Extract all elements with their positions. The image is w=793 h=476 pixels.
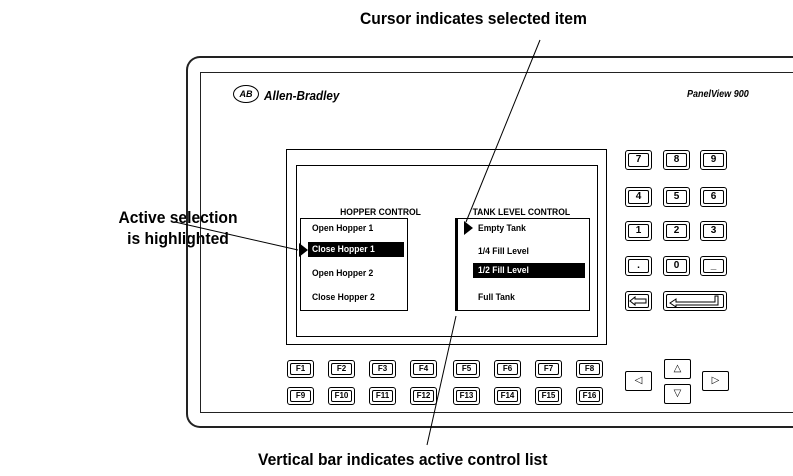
display-screen-inner xyxy=(296,165,598,337)
key-f1[interactable]: F1 xyxy=(287,360,314,378)
hopper-item-open-1[interactable]: Open Hopper 1 xyxy=(312,223,374,233)
key-f13[interactable]: F13 xyxy=(453,387,480,405)
tank-item-half-highlight[interactable]: 1/2 Fill Level xyxy=(473,263,585,278)
callout-active-selection-line1: Active selection xyxy=(118,208,238,227)
bezel-inner-left xyxy=(200,72,201,413)
hopper-item-close-2[interactable]: Close Hopper 2 xyxy=(312,292,375,302)
key-6[interactable]: 6 xyxy=(700,187,727,207)
key-f2[interactable]: F2 xyxy=(328,360,355,378)
tank-item-empty[interactable]: Empty Tank xyxy=(478,223,526,233)
leader-cursor xyxy=(465,39,541,223)
allen-bradley-logo: AB xyxy=(233,85,259,103)
right-arrow-icon: ▷ xyxy=(711,375,720,386)
brand-name: Allen-Bradley xyxy=(264,88,340,103)
device-bezel xyxy=(186,56,793,428)
tank-item-half: 1/2 Fill Level xyxy=(478,265,529,275)
hopper-item-close-1: Close Hopper 1 xyxy=(312,244,375,254)
hopper-control-list xyxy=(300,218,408,311)
left-arrow-icon: ◁ xyxy=(634,375,643,386)
key-f8[interactable]: F8 xyxy=(576,360,603,378)
leader-vertical-bar xyxy=(426,315,457,446)
callout-cursor: Cursor indicates selected item xyxy=(360,9,587,28)
key-3[interactable]: 3 xyxy=(700,221,727,241)
hopper-item-open-2[interactable]: Open Hopper 2 xyxy=(312,268,374,278)
callout-active-selection: Active selection is highlighted xyxy=(95,207,261,249)
key-minus[interactable]: _ xyxy=(700,256,727,276)
active-list-vertical-bar xyxy=(455,218,458,311)
key-f3[interactable]: F3 xyxy=(369,360,396,378)
callout-active-selection-line2: is highlighted xyxy=(127,229,229,248)
leader-active-selection xyxy=(174,221,299,251)
model-name: PanelView 900 xyxy=(687,89,749,100)
hopper-cursor-icon xyxy=(299,243,308,257)
key-0[interactable]: 0 xyxy=(663,256,690,276)
hopper-item-close-1-highlight[interactable]: Close Hopper 1 xyxy=(308,242,404,257)
right-arrow-key[interactable]: ▷ xyxy=(702,371,729,391)
left-arrow-key[interactable]: ◁ xyxy=(625,371,652,391)
key-f10[interactable]: F10 xyxy=(328,387,355,405)
tank-level-control-title: TANK LEVEL CONTROL xyxy=(472,207,571,217)
tank-cursor-icon xyxy=(464,221,473,235)
backspace-key[interactable] xyxy=(625,291,652,311)
key-f14[interactable]: F14 xyxy=(494,387,521,405)
key-4[interactable]: 4 xyxy=(625,187,652,207)
up-arrow-icon: △ xyxy=(673,363,682,374)
key-f9[interactable]: F9 xyxy=(287,387,314,405)
key-f6[interactable]: F6 xyxy=(494,360,521,378)
key-8[interactable]: 8 xyxy=(663,150,690,170)
hopper-control-title: HOPPER CONTROL xyxy=(340,207,421,217)
tank-item-quarter[interactable]: 1/4 Fill Level xyxy=(478,246,529,256)
down-arrow-key[interactable]: ▽ xyxy=(664,384,691,404)
key-f16[interactable]: F16 xyxy=(576,387,603,405)
key-7[interactable]: 7 xyxy=(625,150,652,170)
key-2[interactable]: 2 xyxy=(663,221,690,241)
up-arrow-key[interactable]: △ xyxy=(664,359,691,379)
key-f11[interactable]: F11 xyxy=(369,387,396,405)
key-1[interactable]: 1 xyxy=(625,221,652,241)
tank-item-full[interactable]: Full Tank xyxy=(478,292,515,302)
key-decimal[interactable]: . xyxy=(625,256,652,276)
key-f7[interactable]: F7 xyxy=(535,360,562,378)
callout-vertical-bar: Vertical bar indicates active control li… xyxy=(258,450,548,469)
key-f5[interactable]: F5 xyxy=(453,360,480,378)
enter-key[interactable] xyxy=(663,291,727,311)
key-9[interactable]: 9 xyxy=(700,150,727,170)
bezel-inner-bottom xyxy=(200,412,793,413)
key-f15[interactable]: F15 xyxy=(535,387,562,405)
bezel-inner-top xyxy=(200,72,793,73)
down-arrow-icon: ▽ xyxy=(673,388,682,399)
key-f4[interactable]: F4 xyxy=(410,360,437,378)
key-f12[interactable]: F12 xyxy=(410,387,437,405)
key-5[interactable]: 5 xyxy=(663,187,690,207)
